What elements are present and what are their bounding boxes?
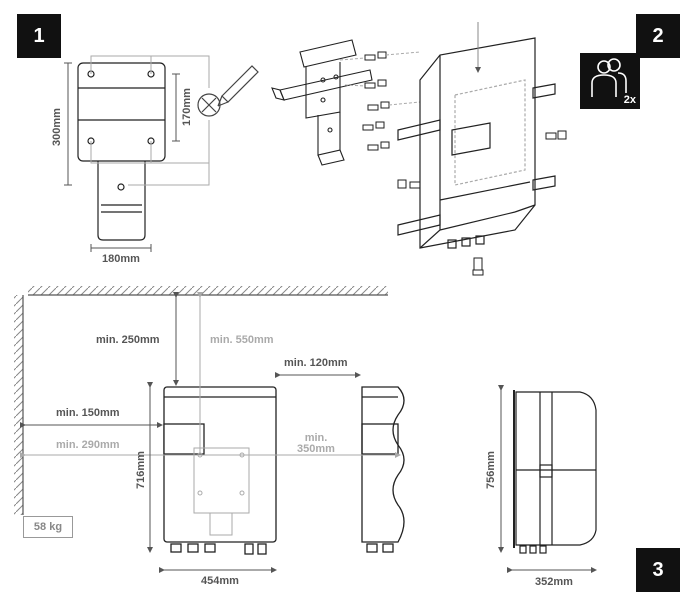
inverter-isometric bbox=[397, 37, 556, 249]
inverter-height-label: 716mm bbox=[135, 451, 147, 489]
screw-guide-lines bbox=[339, 51, 421, 106]
step-2-badge: 2 bbox=[636, 14, 680, 58]
screws-left-group bbox=[362, 51, 390, 151]
bracket-isometric bbox=[271, 39, 373, 166]
right-clearance-alt-line1: min. bbox=[305, 432, 328, 444]
side-height-label: 756mm bbox=[485, 451, 497, 489]
step-1-badge: 1 bbox=[17, 14, 61, 58]
side-screws bbox=[397, 130, 567, 276]
bracket-guide-lines bbox=[90, 55, 210, 186]
inverter-side-view bbox=[513, 390, 597, 554]
bracket-dimension-lines bbox=[64, 62, 180, 252]
top-clearance-alt-label: min. 550mm bbox=[210, 334, 274, 346]
left-clearance-label: min. 150mm bbox=[56, 407, 120, 419]
mounting-bracket-drawing bbox=[77, 62, 166, 241]
two-persons-icon bbox=[591, 58, 627, 97]
persons-count-label: 2x bbox=[623, 94, 636, 106]
pencil-mark-icon bbox=[197, 65, 259, 117]
inverter-front bbox=[163, 386, 277, 555]
depth-label: 352mm bbox=[535, 576, 573, 588]
side-view-dimension-lines bbox=[498, 385, 597, 573]
bracket-holes-label: 170mm bbox=[181, 88, 193, 126]
inverter-neighbor bbox=[361, 386, 405, 553]
clearance-dimension-lines bbox=[20, 292, 401, 573]
side-between-label: min. 120mm bbox=[284, 357, 348, 369]
two-persons-badge: 2x bbox=[580, 53, 640, 109]
left-clearance-alt-label: min. 290mm bbox=[56, 439, 120, 451]
weight-label: 58 kg bbox=[23, 516, 73, 538]
wall-hatch bbox=[14, 295, 24, 515]
right-clearance-alt-line2: 350mm bbox=[297, 443, 335, 455]
ceiling-hatch bbox=[28, 286, 388, 296]
inverter-width-label: 454mm bbox=[201, 575, 239, 587]
step-3-badge: 3 bbox=[636, 548, 680, 592]
bracket-height-label: 300mm bbox=[51, 108, 63, 146]
top-clearance-label: min. 250mm bbox=[96, 334, 160, 346]
bracket-width-label: 180mm bbox=[102, 253, 140, 265]
